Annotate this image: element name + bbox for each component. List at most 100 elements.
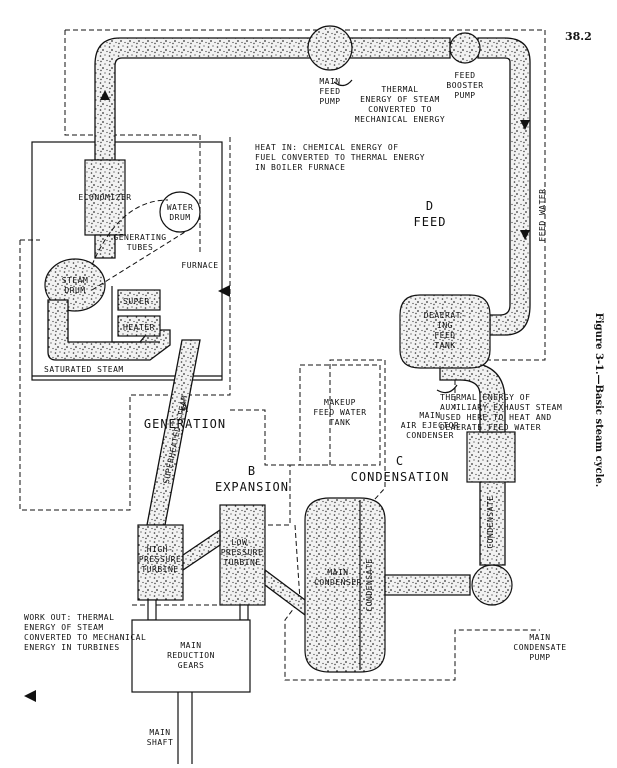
svg-text:D: D	[426, 199, 434, 213]
svg-text:IN BOILER FURNACE: IN BOILER FURNACE	[255, 163, 345, 172]
generating-tubes-label: GENERATING TUBES	[113, 233, 166, 252]
svg-text:C: C	[396, 454, 404, 468]
svg-text:PUMP: PUMP	[454, 91, 475, 100]
steam-drum-label: STEAM DRUM	[62, 276, 88, 295]
svg-text:USED HERE TO HEAT AND: USED HERE TO HEAT AND	[440, 413, 552, 422]
svg-text:FUEL CONVERTED TO THERMAL ENER: FUEL CONVERTED TO THERMAL ENERGY	[255, 153, 425, 162]
water-drum	[159, 191, 201, 233]
svg-text:LOW-: LOW-	[231, 538, 252, 547]
svg-text:FEED: FEED	[434, 331, 455, 340]
svg-text:TANK: TANK	[329, 418, 350, 427]
flow-arrow-down-right-2	[520, 230, 530, 240]
heat-in-note: HEAT IN: CHEMICAL ENERGY OF FUEL CONVERT…	[255, 143, 425, 172]
water-drum-label: WATER DRUM	[167, 203, 193, 222]
deaerating-feed-tank	[399, 294, 491, 369]
main-reduction-gears	[131, 619, 251, 693]
svg-text:B: B	[248, 464, 256, 478]
svg-text:CONDENSATION: CONDENSATION	[351, 470, 450, 484]
svg-text:MAIN: MAIN	[327, 568, 348, 577]
svg-text:ENERGY IN TURBINES: ENERGY IN TURBINES	[24, 643, 120, 652]
svg-text:PRESSURE: PRESSURE	[139, 555, 182, 564]
hp-shaft	[147, 599, 157, 621]
lp-shaft	[239, 604, 249, 621]
svg-text:MAIN: MAIN	[319, 77, 340, 86]
section-d-label: D FEED	[414, 199, 447, 229]
svg-text:GENERATION: GENERATION	[144, 417, 226, 431]
svg-text:MAIN: MAIN	[529, 633, 550, 642]
svg-text:TUBES: TUBES	[127, 243, 154, 252]
svg-text:PRESSURE: PRESSURE	[221, 548, 264, 557]
condensate-pipe-lower	[384, 574, 471, 596]
svg-text:ENERGY OF STEAM: ENERGY OF STEAM	[24, 623, 104, 632]
svg-text:GENERATING: GENERATING	[113, 233, 166, 242]
main-condensate-pump-label: MAIN CONDENSATE PUMP	[513, 633, 566, 662]
superheater-label: SUPER- HEATER	[123, 297, 155, 332]
makeup-feed-water-tank	[299, 364, 381, 466]
svg-text:DEAERATE FEED WATER: DEAERATE FEED WATER	[440, 423, 541, 432]
feed-booster-pump	[449, 32, 481, 64]
svg-text:AUXILIARY EXHAUST STEAM: AUXILIARY EXHAUST STEAM	[440, 403, 562, 412]
feed-pipe-left	[94, 37, 321, 161]
svg-text:FEED: FEED	[454, 71, 475, 80]
svg-text:SUPER-: SUPER-	[123, 297, 155, 306]
section-c-label: C CONDENSATION	[351, 454, 450, 484]
svg-text:FEED: FEED	[414, 215, 447, 229]
section-a-label: A GENERATION	[144, 401, 226, 431]
svg-text:DEAERAT-: DEAERAT-	[424, 311, 467, 320]
svg-text:HIGH-: HIGH-	[147, 545, 174, 554]
deaerating-tank-label: DEAERAT- ING FEED TANK	[424, 311, 467, 350]
aux-steam-arrow	[436, 384, 458, 394]
crossover-pipe	[182, 528, 221, 572]
svg-text:ING: ING	[437, 321, 453, 330]
saturated-steam-label: SATURATED STEAM	[44, 365, 124, 374]
reduction-gears-label: MAIN REDUCTION GEARS	[167, 641, 215, 670]
flow-arrow-down-right	[520, 120, 530, 130]
svg-text:CONVERTED TO: CONVERTED TO	[368, 105, 432, 114]
svg-text:CONDENSER: CONDENSER	[314, 578, 362, 587]
svg-text:FEED: FEED	[319, 87, 340, 96]
economizer-label: ECONOMIZER	[78, 193, 131, 202]
main-shaft	[177, 692, 193, 764]
condensate-pipe-label: CONDENSATE	[486, 495, 495, 548]
svg-text:MECHANICAL ENERGY: MECHANICAL ENERGY	[355, 115, 445, 124]
svg-text:HEATER: HEATER	[123, 323, 155, 332]
generating-tubes	[91, 199, 186, 291]
svg-text:PUMP: PUMP	[319, 97, 340, 106]
steam-drum	[44, 258, 106, 312]
superheater-top	[117, 289, 161, 311]
pump-energy-arrow	[333, 79, 353, 87]
svg-text:SHAFT: SHAFT	[147, 738, 174, 747]
svg-text:CONVERTED TO MECHANICAL: CONVERTED TO MECHANICAL	[24, 633, 146, 642]
svg-text:EXPANSION: EXPANSION	[215, 480, 289, 494]
furnace-label: FURNACE	[181, 261, 218, 270]
main-condenser	[304, 497, 386, 673]
svg-text:WORK OUT: THERMAL: WORK OUT: THERMAL	[24, 613, 114, 622]
main-feed-pump	[307, 25, 353, 71]
main-condensate-pump	[471, 564, 513, 606]
work-out-arrow	[24, 690, 52, 702]
feed-pipe-right	[477, 37, 531, 336]
heat-in-arrow	[218, 285, 230, 297]
figure-caption: Figure 3-1.—Basic steam cycle.	[593, 313, 604, 488]
hp-turbine-label: HIGH- PRESSURE TURBINE	[139, 545, 182, 574]
economizer-riser	[94, 234, 116, 259]
hp-turbine	[137, 524, 184, 601]
svg-text:PUMP: PUMP	[529, 653, 550, 662]
svg-text:HEAT IN: CHEMICAL ENERGY OF: HEAT IN: CHEMICAL ENERGY OF	[255, 143, 399, 152]
generation-region-boundary	[19, 135, 231, 511]
svg-text:ENERGY OF STEAM: ENERGY OF STEAM	[360, 95, 440, 104]
svg-text:TURBINE: TURBINE	[223, 558, 260, 567]
svg-text:GEARS: GEARS	[178, 661, 205, 670]
pump-energy-note: THERMAL ENERGY OF STEAM CONVERTED TO MEC…	[355, 85, 445, 124]
svg-text:DRUM: DRUM	[169, 213, 190, 222]
air-ejector-label: MAIN AIR EJECTOR CONDENSER	[401, 411, 459, 440]
aux-steam-note: THERMAL ENERGY OF AUXILIARY EXHAUST STEA…	[440, 393, 562, 432]
superheater-bracket	[111, 286, 160, 343]
saturated-steam-pipe	[47, 299, 171, 361]
svg-text:CONDENSATE: CONDENSATE	[513, 643, 566, 652]
svg-text:MAIN: MAIN	[180, 641, 201, 650]
svg-text:REDUCTION: REDUCTION	[167, 651, 215, 660]
makeup-tank-label: MAKEUP FEED WATER TANK	[313, 398, 366, 427]
